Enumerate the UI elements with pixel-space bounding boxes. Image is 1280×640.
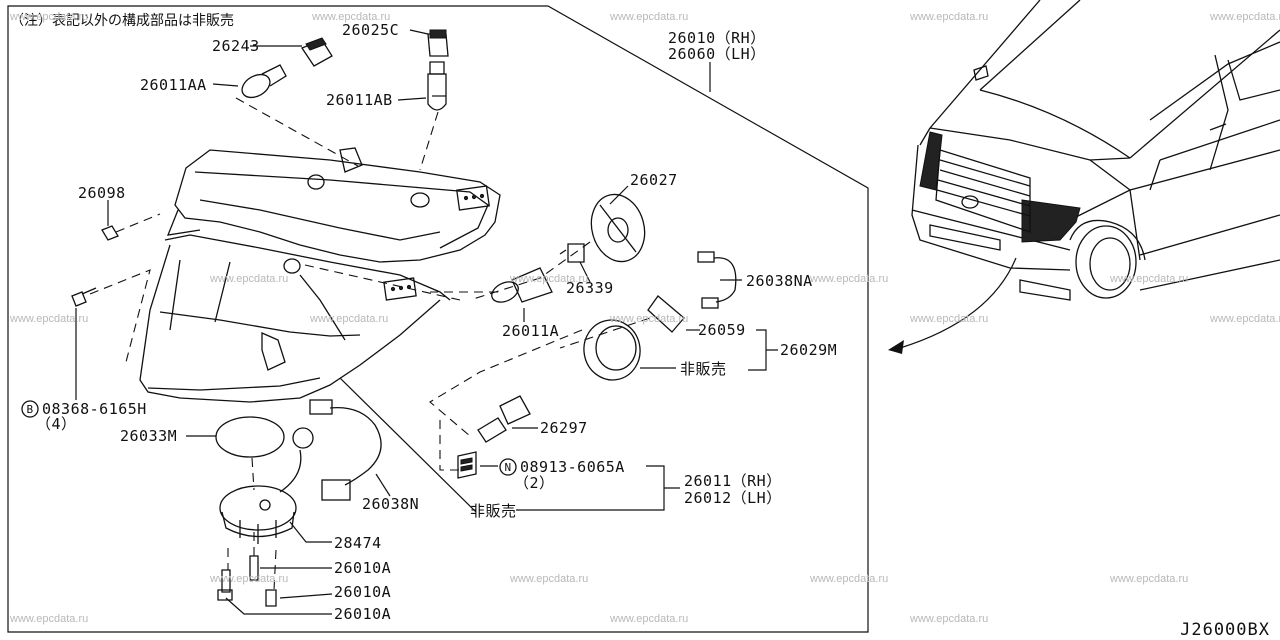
harness-26038N-icon [279, 399, 382, 501]
diagram-code: J26000BX [1180, 620, 1270, 640]
watermark: www.epcdata.ru [1110, 273, 1189, 285]
pointer-arrow [899, 257, 1017, 349]
watermark: www.epcdata.ru [10, 11, 89, 23]
prefix-b-circle [21, 400, 39, 418]
label-26012-lh: 26012（LH） [684, 489, 782, 507]
watermark: www.epcdata.ru [610, 11, 689, 23]
watermark: www.epcdata.ru [610, 313, 689, 325]
label-26027: 26027 [630, 171, 678, 189]
watermark: www.epcdata.ru [910, 613, 989, 625]
label-26059: 26059 [698, 321, 746, 339]
screw-26098-icon [101, 225, 119, 241]
label-26297: 26297 [540, 419, 588, 437]
watermark: www.epcdata.ru [210, 573, 289, 585]
watermark: www.epcdata.ru [1110, 573, 1189, 585]
bulb-26297-icon [477, 395, 531, 443]
watermark: www.epcdata.ru [810, 273, 889, 285]
label-26038NA: 26038NA [746, 272, 813, 290]
label-08368-qty: （4） [36, 415, 77, 433]
label-26025C: 26025C [342, 21, 400, 39]
label-28474: 28474 [334, 534, 382, 552]
watermark: www.epcdata.ru [910, 313, 989, 325]
label-26029M: 26029M [780, 341, 838, 359]
watermark: www.epcdata.ru [310, 313, 389, 325]
socket-26025C-icon [427, 29, 449, 57]
gasket-26033M-icon [215, 416, 285, 458]
prefix-n-circle [499, 458, 517, 476]
headlamp-housing [139, 147, 501, 403]
label-26011-rh: 26011（RH） [684, 472, 782, 490]
label-not-sold-2: 非販売 [470, 502, 517, 520]
watermark: www.epcdata.ru [1210, 11, 1280, 23]
bulb-26011A-icon [491, 267, 553, 303]
label-08913-qty: （2） [514, 474, 555, 492]
label-26011A: 26011A [502, 322, 560, 340]
watermark: www.epcdata.ru [610, 613, 689, 625]
nut-08913-icon [457, 451, 477, 479]
socket-26029M-icon [583, 319, 641, 381]
label-26339: 26339 [566, 279, 614, 297]
bolt-08368-icon [71, 287, 97, 307]
watermark: www.epcdata.ru [10, 313, 89, 325]
label-26010-rh: 26010（RH） [668, 29, 766, 47]
harness-26038NA-icon [697, 251, 737, 309]
motor-28474-icon [219, 485, 297, 544]
label-26098: 26098 [78, 184, 126, 202]
watermark: www.epcdata.ru [510, 273, 589, 285]
socket-26243-icon [301, 37, 333, 67]
watermark: www.epcdata.ru [910, 11, 989, 23]
label-26060-lh: 26060（LH） [668, 45, 766, 63]
arrow-head-icon [888, 340, 904, 354]
label-08368-6165H: 08368-6165H [42, 400, 147, 418]
bulb-26011AB-icon [427, 61, 447, 111]
watermark: www.epcdata.ru [210, 273, 289, 285]
watermark: www.epcdata.ru [312, 11, 391, 23]
watermark: www.epcdata.ru [10, 613, 89, 625]
label-not-sold-1: 非販売 [680, 360, 727, 378]
label-26033M: 26033M [120, 427, 178, 445]
assembly-frame [7, 5, 869, 633]
label-26010A: 26010A [334, 583, 392, 601]
seal-26059-icon [647, 295, 685, 333]
watermark: www.epcdata.ru [510, 573, 589, 585]
label-08913-6065A: 08913-6065A [520, 458, 625, 476]
label-26011AA: 26011AA [140, 76, 207, 94]
vehicle-illustration [911, 0, 1280, 301]
label-26011AB: 26011AB [326, 91, 393, 109]
watermark: www.epcdata.ru [810, 573, 889, 585]
note-text: （注）表記以外の構成部品は非販売 [10, 13, 234, 29]
cap-26027-icon [590, 193, 646, 263]
screw-26010A-icon [217, 555, 277, 607]
label-prefix-n: N [504, 461, 512, 474]
clip-26339-icon [559, 243, 585, 263]
watermark: www.epcdata.ru [1210, 313, 1280, 325]
label-26010A: 26010A [334, 605, 392, 623]
bulb-26011AA-icon [241, 64, 287, 99]
label-26243: 26243 [212, 37, 260, 55]
label-prefix-b: B [26, 403, 34, 416]
label-26010A: 26010A [334, 559, 392, 577]
label-26038N: 26038N [362, 495, 420, 513]
